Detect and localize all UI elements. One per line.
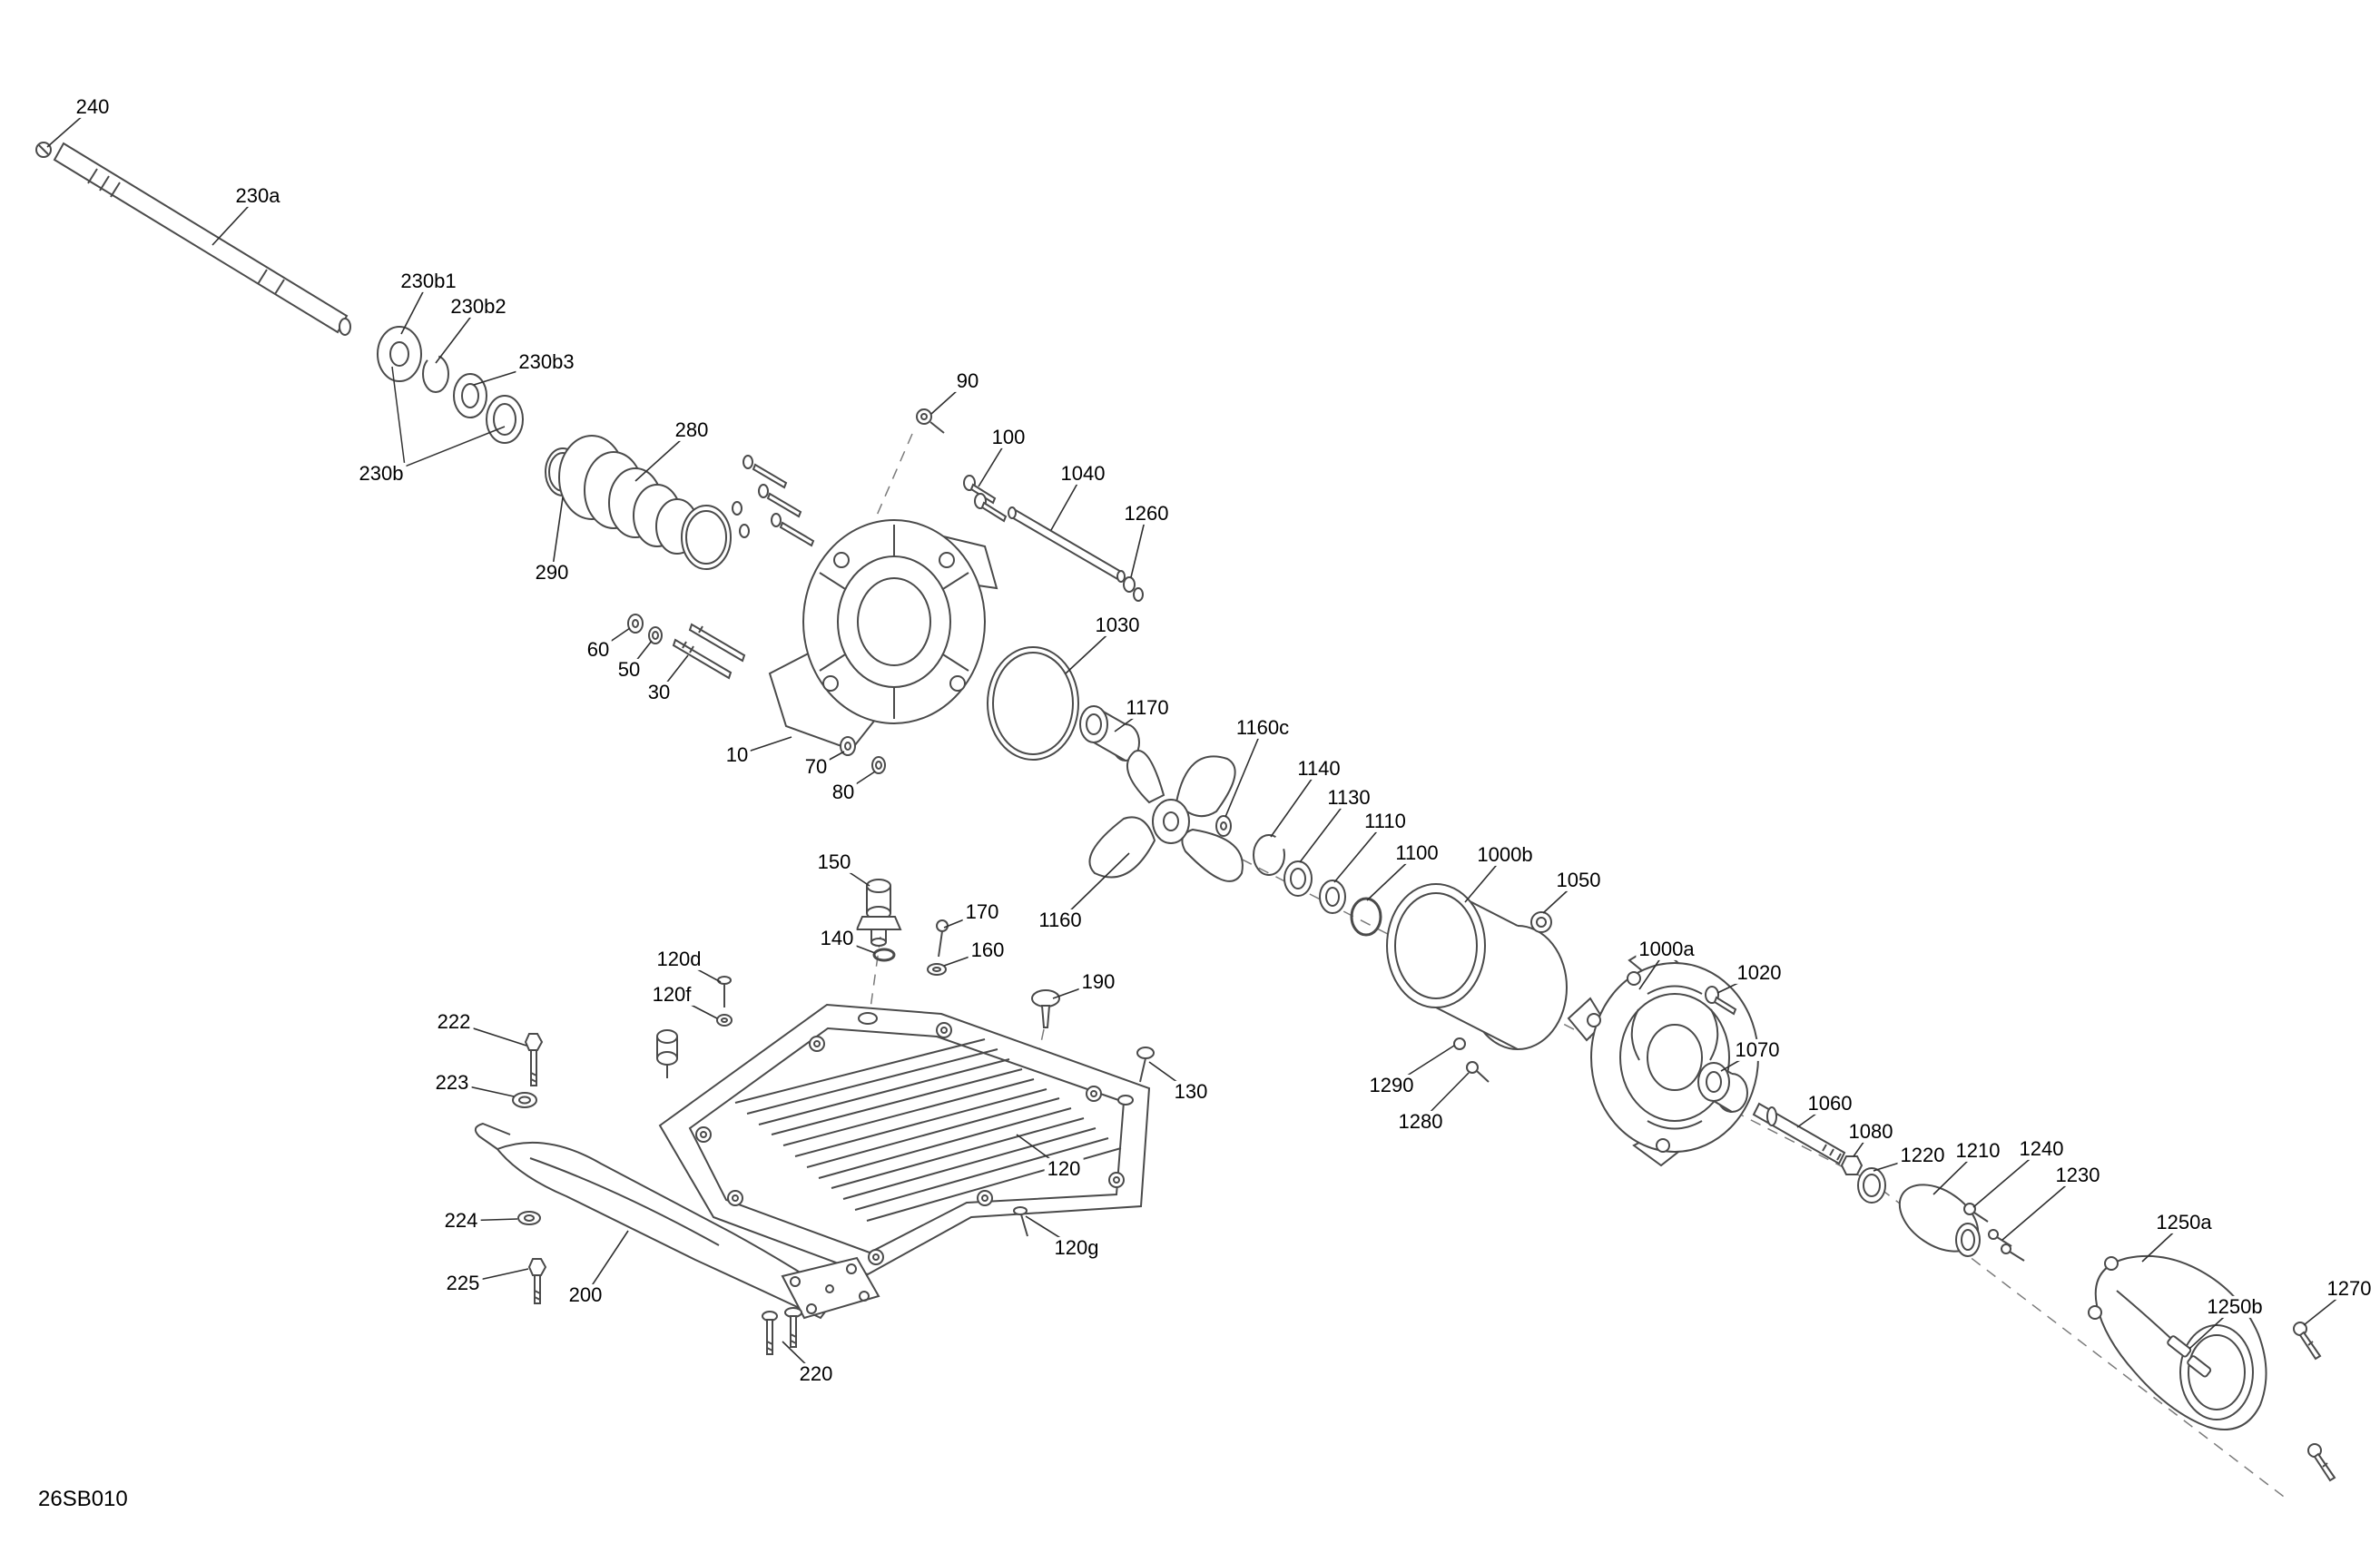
leader-line-190 — [1052, 981, 1099, 999]
leader-line-280 — [634, 429, 693, 482]
drive-shaft — [35, 142, 351, 336]
leader-line-1270 — [2303, 1288, 2350, 1326]
leader-line-1260 — [1130, 513, 1147, 578]
cone-1210 — [1898, 1184, 1981, 1257]
plug-1050 — [1530, 911, 1552, 933]
leader-line-1220 — [1873, 1155, 1923, 1172]
leader-line-140 — [836, 938, 876, 954]
leader-line-1050 — [1542, 880, 1579, 914]
leader-line-1250a — [2141, 1222, 2185, 1263]
leader-line-240 — [46, 106, 93, 148]
impeller — [1088, 750, 1244, 882]
leader-line-1110 — [1333, 821, 1386, 883]
leader-line-230b2 — [435, 306, 479, 364]
leader-line-1160 — [1059, 852, 1130, 921]
leader-line-1160c — [1224, 727, 1264, 818]
centerline-dashes — [869, 433, 2288, 1500]
sensor-150 — [855, 879, 902, 947]
bolt-1020 — [1705, 986, 1737, 1016]
fasteners-90-100 — [916, 408, 1008, 523]
ring-1220 — [1857, 1167, 1886, 1204]
ball-1290-pin-1280 — [1453, 1037, 1490, 1083]
leader-line-1230 — [2001, 1174, 2079, 1241]
leader-line-230b3 — [473, 361, 547, 386]
support-bracket-200 — [474, 1122, 880, 1320]
leader-line-1130 — [1299, 797, 1350, 863]
leader-lines — [46, 106, 2350, 1375]
seal-ring-1030 — [987, 646, 1079, 761]
leader-line-1290 — [1391, 1045, 1455, 1086]
leader-line-200 — [585, 1230, 629, 1296]
leader-line-70 — [815, 751, 845, 768]
bearing-1070 — [1697, 1062, 1748, 1113]
leader-line-230b — [380, 464, 404, 475]
rod-1040-washers-1260 — [1008, 506, 1144, 602]
leader-line-120d — [678, 958, 722, 983]
screws-1270 — [2293, 1322, 2336, 1482]
impeller-seal-stack — [1215, 815, 1382, 937]
plate-fitting — [656, 1029, 678, 1078]
leader-line-60 — [597, 627, 631, 651]
leader-line-290 — [551, 496, 564, 574]
leader-line-230a — [211, 195, 259, 246]
leader-line-223 — [451, 1082, 515, 1097]
spacer-1170 — [1079, 705, 1140, 762]
leader-line-225 — [462, 1268, 529, 1284]
drawing-code: 26SB010 — [38, 1487, 128, 1511]
leader-line-1240 — [1972, 1148, 2042, 1208]
ride-plate — [658, 1003, 1151, 1276]
boot-and-clamps — [545, 435, 732, 570]
leader-line-130 — [1148, 1061, 1192, 1093]
leader-line-1210 — [1933, 1150, 1979, 1195]
leader-line-120f — [671, 994, 718, 1019]
leader-line-1280 — [1420, 1072, 1470, 1123]
leader-line-170 — [943, 911, 983, 929]
leader-line-230b1 — [400, 280, 429, 335]
leader-line-100 — [978, 437, 1009, 487]
leader-line-1140 — [1270, 768, 1320, 838]
impeller-shaft-1060 — [1752, 1102, 1846, 1165]
shaft-carrier-group — [377, 326, 524, 444]
wear-ring — [1386, 883, 1568, 1050]
leader-line-30 — [658, 654, 689, 693]
leader-line-150 — [833, 861, 870, 887]
leader-line-120g — [1025, 1215, 1077, 1249]
leader-line-1080 — [1853, 1131, 1872, 1157]
nut-1080 — [1840, 1155, 1864, 1175]
keys-1250b — [2167, 1335, 2212, 1378]
mount-studs — [732, 455, 815, 547]
leader-line-10 — [736, 736, 792, 756]
driveshaft-housing — [768, 519, 998, 774]
stud-washer-set — [627, 614, 746, 680]
leader-line-50 — [628, 640, 653, 671]
leader-line-1040 — [1050, 473, 1084, 531]
plate-hardware — [716, 919, 1155, 1237]
leader-line-1000b — [1464, 854, 1506, 903]
bracket-fasteners — [512, 1033, 802, 1355]
leader-line-222 — [453, 1021, 527, 1047]
leader-line-1060 — [1796, 1103, 1831, 1128]
leader-line-220 — [782, 1341, 817, 1375]
leader-line-1030 — [1065, 624, 1118, 674]
leader-line-90 — [930, 380, 969, 415]
leader-line-80 — [842, 771, 876, 793]
bolts-1240-1230 — [1963, 1203, 2025, 1262]
leader-line-160 — [943, 949, 988, 967]
leader-line-224 — [460, 1218, 518, 1222]
pump-housing — [1567, 942, 1759, 1167]
